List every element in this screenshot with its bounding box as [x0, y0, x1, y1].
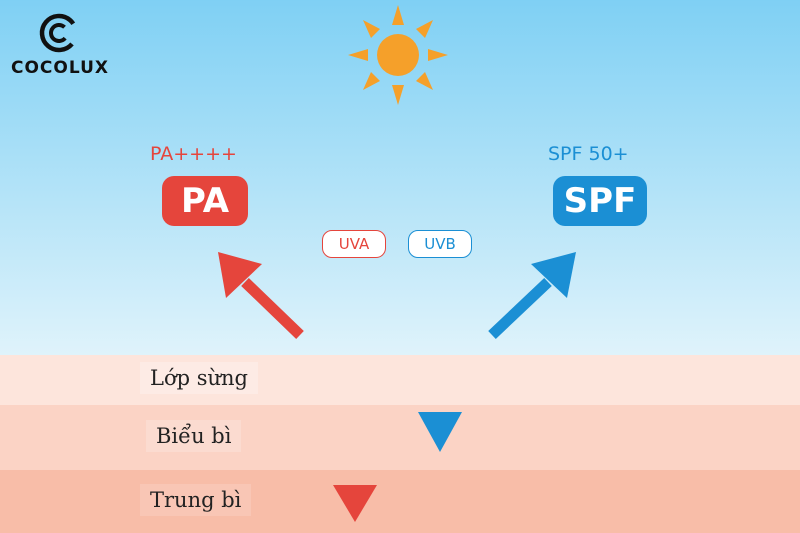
skin-layer-3 — [0, 470, 800, 533]
skin-layer-2 — [0, 405, 800, 470]
skin-layer-label-stratum-corneum: Lớp sừng — [140, 362, 258, 394]
skin-layer-1 — [0, 355, 800, 405]
uva-reflected-ray — [218, 128, 304, 339]
spf-badge: SPF — [553, 176, 647, 226]
cocolux-logo-icon — [39, 13, 79, 53]
uva-label: UVA — [322, 230, 386, 258]
brand-logo: COCOLUX — [8, 12, 112, 82]
skin-layer-label-dermis: Trung bì — [140, 484, 252, 516]
uvb-reflected-ray — [488, 128, 576, 339]
uva-penetrating-ray — [333, 125, 377, 522]
uvb-label: UVB — [408, 230, 472, 258]
sun-icon — [348, 5, 448, 105]
skin-layer-label-epidermis: Biểu bì — [146, 420, 242, 452]
spf-rating-label: SPF 50+ — [548, 143, 629, 165]
uvb-penetrating-ray — [418, 125, 462, 452]
pa-badge: PA — [162, 176, 248, 226]
brand-name: COCOLUX — [11, 58, 109, 78]
pa-rating-label: PA++++ — [150, 143, 237, 165]
